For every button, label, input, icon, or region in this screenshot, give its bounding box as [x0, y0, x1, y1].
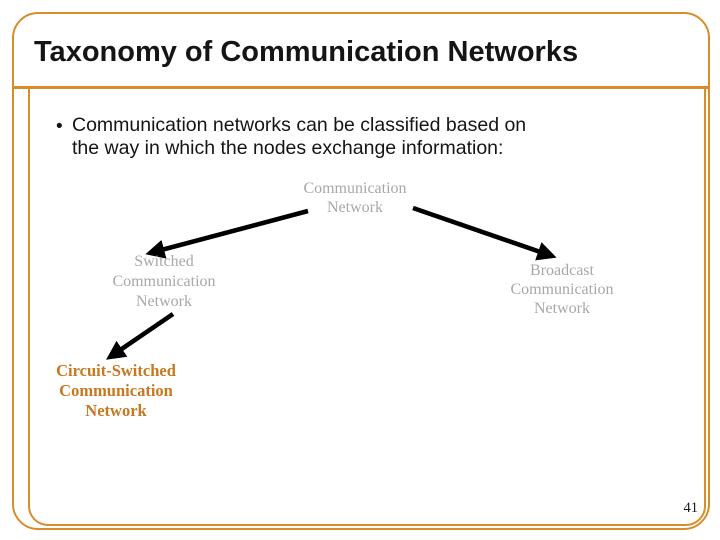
page-number: 41	[683, 500, 699, 516]
node-switched-line2: Communication	[112, 273, 216, 290]
node-circuit-line3: Network	[85, 401, 147, 420]
node-switched-line1: Switched	[134, 253, 194, 270]
arrow-root-to-broadcast	[412, 205, 557, 261]
bullet-text: Communication networks can be classified…	[72, 114, 662, 160]
node-broadcast-communication-network: Broadcast Communication Network	[487, 261, 637, 318]
node-communication-network-line2: Network	[327, 199, 383, 216]
node-circuit-switched-communication-network: Circuit-Switched Communication Network	[38, 361, 194, 421]
bullet-marker: •	[56, 116, 63, 137]
node-broadcast-line3: Network	[534, 300, 590, 317]
slide-title: Taxonomy of Communication Networks	[34, 36, 579, 68]
bullet-text-line2: the way in which the nodes exchange info…	[72, 137, 504, 159]
bullet-text-line1: Communication networks can be classified…	[72, 114, 527, 136]
arrow-root-to-switched	[145, 208, 309, 259]
node-broadcast-line2: Communication	[510, 281, 614, 298]
node-communication-network-line1: Communication	[303, 180, 407, 197]
content-inner-frame	[28, 88, 706, 526]
node-circuit-line1: Circuit-Switched	[56, 361, 176, 380]
arrow-switched-to-circuit	[106, 312, 175, 360]
node-circuit-line2: Communication	[59, 381, 173, 400]
node-broadcast-line1: Broadcast	[530, 262, 594, 279]
title-separator-line	[12, 86, 710, 89]
slide-outer-frame	[12, 12, 710, 530]
node-switched-communication-network: Switched Communication Network	[89, 252, 239, 312]
node-switched-line3: Network	[136, 293, 192, 310]
node-communication-network: Communication Network	[280, 179, 430, 217]
